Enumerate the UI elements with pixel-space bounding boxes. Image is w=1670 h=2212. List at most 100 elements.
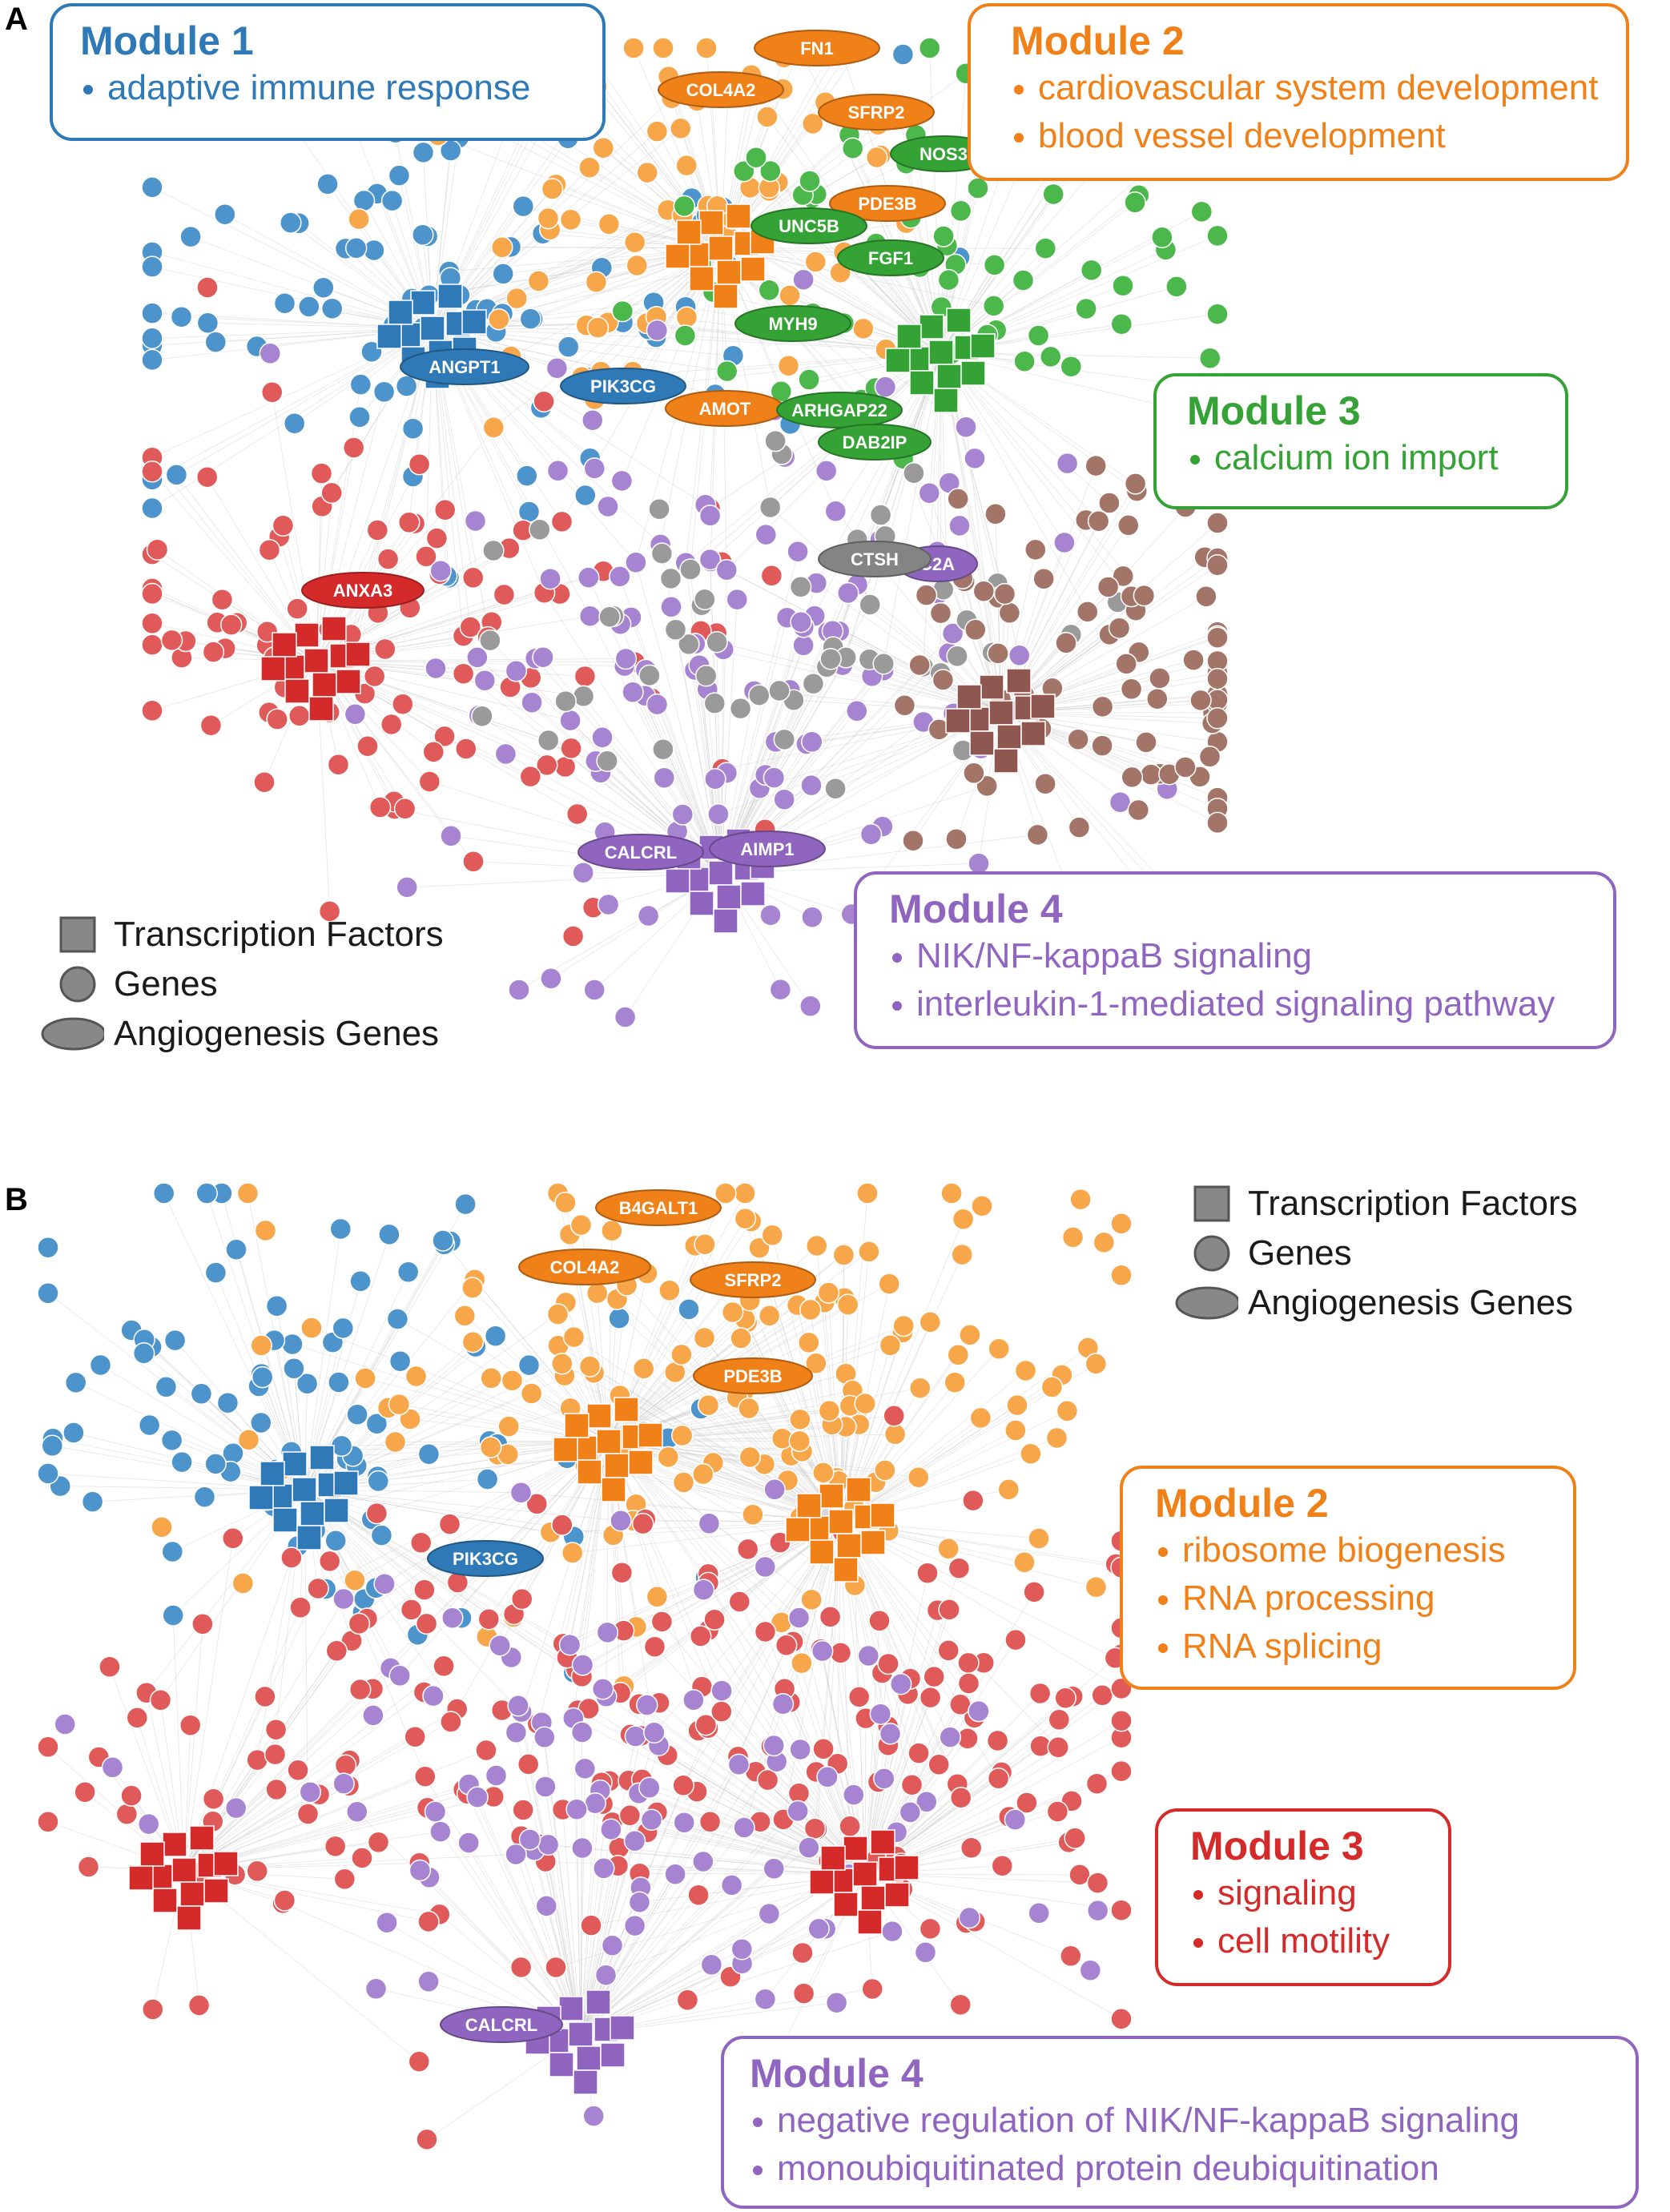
gene-node [1023, 1581, 1045, 1603]
network-edge [721, 1690, 866, 1875]
gene-node [77, 1856, 100, 1878]
gene-node [536, 754, 558, 777]
gene-node [937, 1538, 960, 1560]
gene-node [195, 1182, 218, 1205]
gene-node [162, 1604, 184, 1627]
network-edge [840, 1521, 958, 1784]
network-edge [356, 1811, 581, 2035]
gene-node [1055, 632, 1077, 654]
network-edge [304, 1489, 577, 1670]
gene-node [288, 705, 311, 727]
gene-node [703, 692, 726, 714]
network-edge [151, 187, 433, 329]
network-edge [580, 1868, 775, 2035]
gene-node [715, 558, 738, 581]
gene-node [988, 1337, 1010, 1360]
gene-node [152, 1182, 175, 1205]
gene-node [537, 1833, 560, 1856]
angiogenesis-gene-label: ANGPT1 [429, 357, 500, 377]
gene-node [551, 1514, 573, 1536]
gene-node [812, 1462, 835, 1484]
angiogenesis-gene-ellipse [734, 305, 851, 342]
gene-node [41, 1434, 64, 1458]
transcription-factor-node [596, 1429, 622, 1454]
gene-node [1151, 226, 1173, 249]
gene-node [1087, 509, 1110, 533]
gene-node [225, 1238, 247, 1261]
gene-node [899, 1801, 922, 1824]
transcription-factor-node [304, 648, 329, 674]
gene-node [137, 1812, 160, 1836]
gene-node [482, 539, 505, 562]
network-edge [304, 1489, 574, 1673]
gene-node [141, 348, 163, 372]
module-terms: ribosome biogenesis RNA processing RNA s… [1155, 1526, 1573, 1671]
gene-node [202, 1788, 225, 1810]
gene-node [165, 464, 188, 486]
gene-node [824, 500, 847, 523]
gene-node [348, 406, 371, 428]
gene-node [569, 1213, 593, 1237]
gene-node [554, 690, 577, 713]
network-edge [541, 1722, 581, 2035]
gene-node [760, 565, 783, 587]
gene-node [787, 540, 809, 563]
gene-node [646, 1586, 669, 1608]
transcription-factor-node [996, 724, 1022, 750]
gene-node [944, 1371, 966, 1394]
gene-node [1117, 514, 1140, 537]
gene-node [222, 1527, 244, 1550]
transcription-factor-node [820, 1845, 846, 1871]
gene-node [573, 1757, 597, 1780]
gene-node [984, 503, 1007, 525]
gene-node [401, 417, 425, 440]
gene-node [622, 681, 644, 703]
gene-node [932, 225, 955, 247]
gene-node [422, 741, 445, 763]
transcription-factor-node [614, 1397, 639, 1422]
gene-node [799, 1298, 822, 1321]
gene-node [1135, 731, 1157, 754]
gene-node [799, 170, 821, 192]
gene-node [928, 1753, 950, 1776]
gene-node [348, 1678, 372, 1701]
gene-node [246, 1860, 268, 1883]
panel-a-module-1-box: Module 1 adaptive immune response [50, 3, 606, 141]
network-edge [440, 1831, 581, 2035]
gene-node [1115, 653, 1137, 675]
gene-node [1206, 667, 1229, 690]
gene-node [349, 1270, 372, 1293]
gene-node [738, 1446, 762, 1469]
gene-node [373, 1573, 396, 1595]
gene-node [734, 1182, 756, 1205]
gene-node [408, 2050, 431, 2073]
gene-node [756, 1768, 779, 1792]
network-edge [581, 1521, 842, 1677]
gene-node [721, 1301, 744, 1324]
network-edge [573, 1337, 842, 1522]
gene-node [991, 1854, 1014, 1877]
network-edge [688, 644, 1002, 714]
square-icon [1193, 1185, 1230, 1222]
gene-node [614, 1006, 637, 1028]
gene-node [1013, 350, 1036, 372]
gene-node [497, 1415, 520, 1438]
gene-node [879, 1723, 902, 1745]
gene-node [546, 460, 569, 482]
gene-node [438, 1513, 461, 1535]
gene-node [574, 484, 597, 507]
gene-node [264, 1718, 288, 1741]
network-edge [152, 1869, 185, 2010]
gene-node [141, 302, 163, 324]
gene-node [141, 699, 163, 722]
gene-node [801, 112, 824, 135]
gene-node [918, 481, 941, 505]
gene-node [204, 1261, 227, 1284]
gene-node [1182, 649, 1205, 671]
transcription-factor-node [333, 1470, 359, 1496]
gene-node [400, 1599, 423, 1621]
gene-node [141, 612, 163, 635]
gene-node [517, 501, 541, 523]
transcription-factor-node [1030, 694, 1056, 719]
gene-node [517, 1753, 540, 1776]
